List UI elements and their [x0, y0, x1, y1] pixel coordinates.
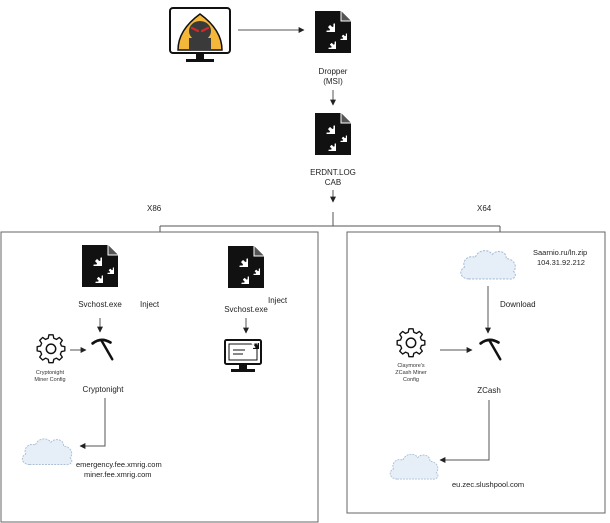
x64-pool-label: eu.zec.slushpool.com	[452, 480, 525, 489]
erdnt-label-name: ERDNT.LOG	[310, 168, 356, 177]
x64-label: X64	[477, 204, 492, 213]
x64-panel	[346, 231, 606, 514]
svchost2-file-icon	[228, 246, 267, 292]
cryptonight-config-label: Cryptonight Miner Config	[34, 370, 65, 384]
x64-source-url: Saarnio.ru/ln.zip	[533, 248, 588, 257]
cryptonight-config-gear-icon	[36, 334, 66, 364]
svchost2-label: Svchost.exe	[224, 305, 268, 314]
computer-gear-icon	[224, 339, 262, 372]
inject2-label: Inject	[268, 296, 288, 305]
dropper-file-icon	[315, 11, 354, 57]
x86-panel	[0, 231, 319, 523]
erdnt-label: ERDNT.LOG CAB	[310, 168, 356, 188]
cryptonight-miner-label: Cryptonight	[82, 385, 124, 394]
inject1-label: Inject	[140, 300, 160, 309]
x86-pool-label: emergency.fee.xmrig.com miner.fee.xmrig.…	[76, 460, 162, 480]
x64-pool-cloud-icon	[389, 453, 439, 480]
zcash-config-label: Claymore's ZCash Miner Config	[395, 363, 426, 384]
svchost1-file-icon	[82, 245, 121, 291]
x64-source-cloud-icon	[460, 250, 516, 280]
dropper-label-type: (MSI)	[323, 77, 343, 86]
zcash-pickaxe-icon	[479, 338, 502, 361]
x64-source-ip: 104.31.92.212	[537, 258, 585, 267]
x86-pool-line1: emergency.fee.xmrig.com	[76, 460, 162, 469]
cryptonight-config-line2: Miner Config	[34, 377, 66, 383]
x86-label: X86	[147, 204, 162, 213]
hacker-monitor-icon	[169, 7, 231, 62]
zcash-config-line3: Config	[403, 377, 419, 383]
zcash-config-line2: ZCash Miner	[395, 370, 427, 376]
x64-source-label: Saarnio.ru/ln.zip 104.31.92.212	[533, 248, 587, 268]
x86-pool-line2: miner.fee.xmrig.com	[84, 470, 152, 479]
cryptonight-config-line1: Cryptonight	[35, 370, 65, 376]
erdnt-file-icon	[315, 113, 354, 159]
erdnt-label-type: CAB	[324, 178, 342, 187]
arrow-miner-to-pool-x86	[79, 398, 106, 449]
arrow-zcash-to-pool-x64	[439, 400, 490, 463]
cryptonight-pickaxe-icon	[91, 338, 114, 361]
dropper-label: Dropper (MSI)	[319, 67, 348, 87]
zcash-miner-label: ZCash	[477, 386, 501, 395]
zcash-config-line1: Claymore's	[397, 363, 425, 369]
dropper-label-name: Dropper	[318, 67, 348, 76]
download-label: Download	[500, 300, 536, 309]
svchost1-label: Svchost.exe	[78, 300, 122, 309]
x86-pool-cloud-icon	[21, 438, 73, 466]
zcash-config-gear-icon	[396, 328, 426, 358]
